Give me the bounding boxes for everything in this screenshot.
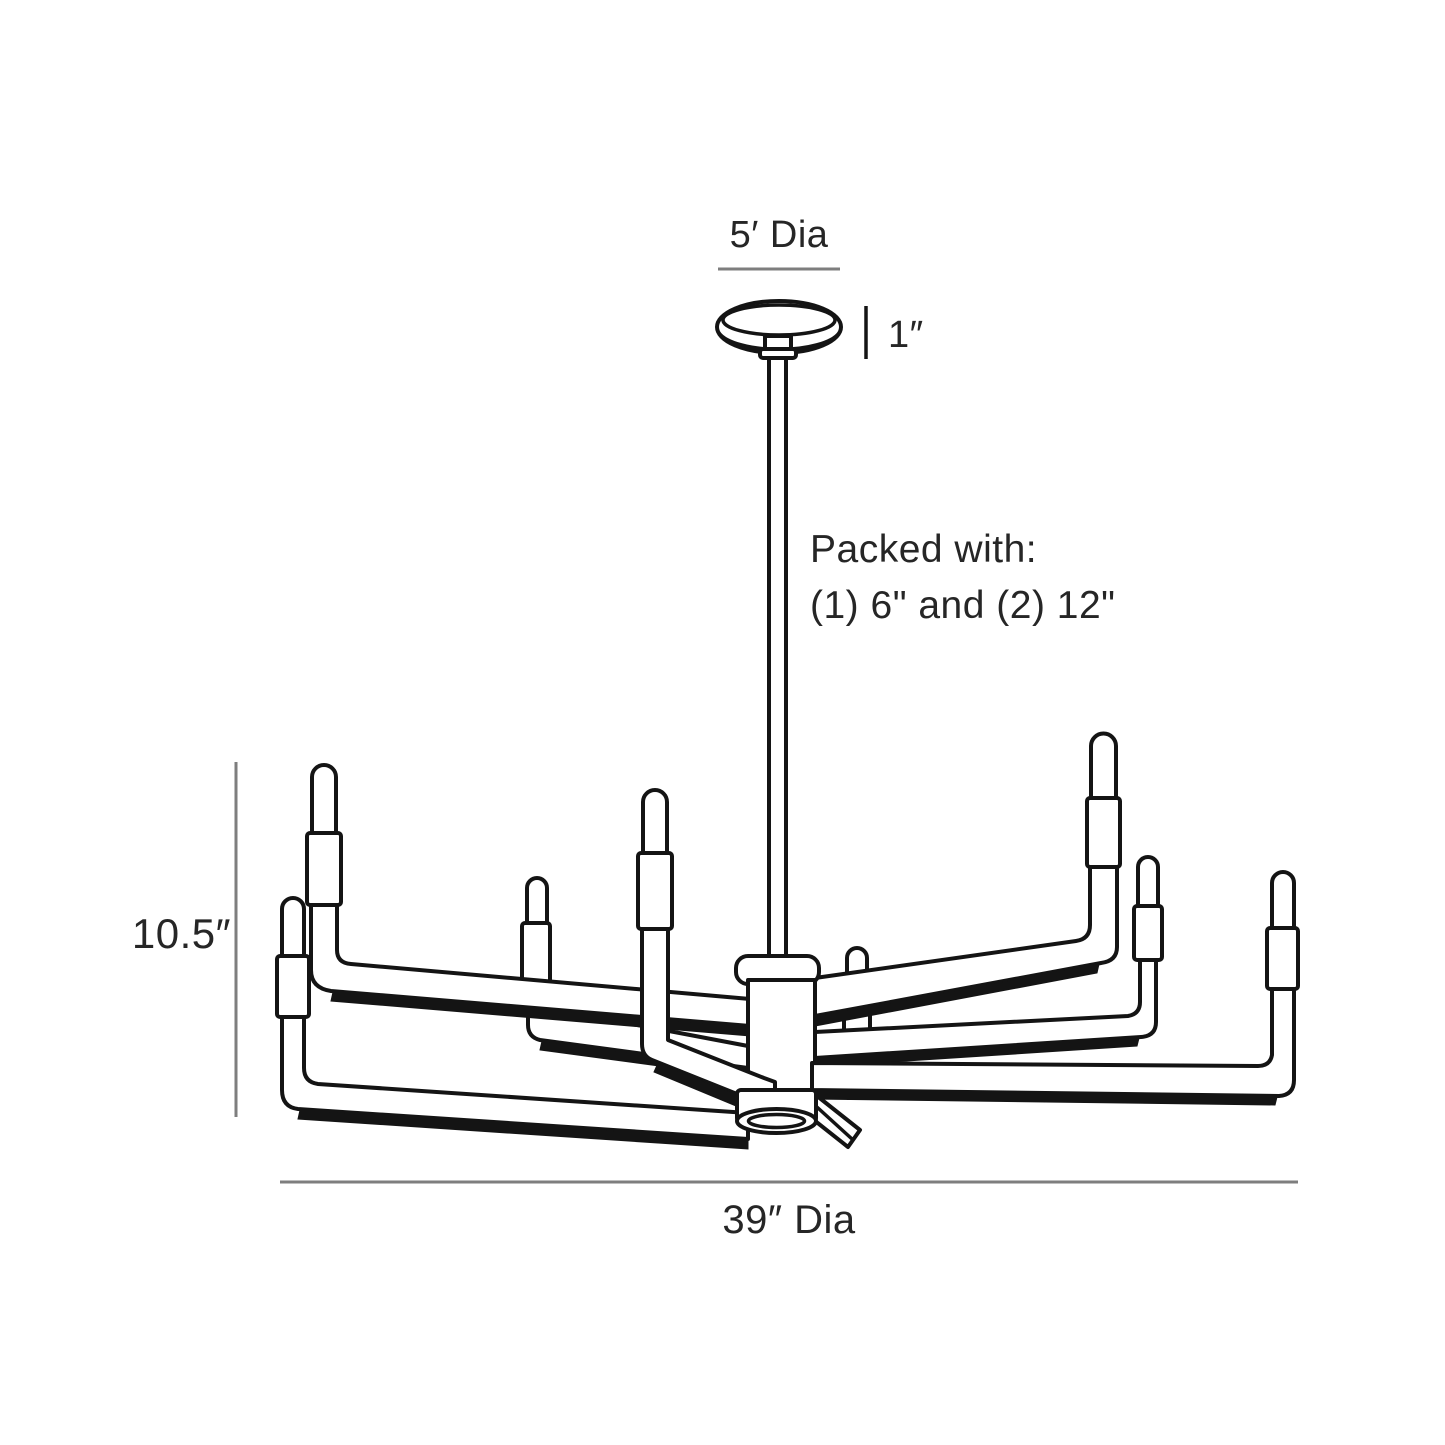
socket <box>305 831 343 907</box>
socket <box>636 851 674 931</box>
bulb <box>280 896 306 964</box>
candle-back-right <box>813 731 1122 1027</box>
socket <box>1085 796 1122 869</box>
canopy-height-label: 1″ <box>888 314 924 356</box>
bulb <box>1089 731 1118 806</box>
fixture-diameter-dimension: 39″ Dia <box>280 1180 1298 1242</box>
fixture-height-label: 10.5″ <box>132 910 231 957</box>
socket <box>1265 926 1300 991</box>
bulb <box>641 788 669 863</box>
socket <box>275 954 311 1019</box>
packed-with-line2: (1) 6" and (2) 12" <box>810 584 1116 627</box>
hub-bottom <box>735 1088 862 1149</box>
packed-with-note: Packed with: (1) 6" and (2) 12" <box>810 528 1116 627</box>
candle-front-left <box>275 896 750 1150</box>
canopy-diameter-dimension: 5′ Dia <box>718 214 840 271</box>
bulb <box>1136 855 1160 914</box>
bulb <box>310 763 338 843</box>
fixture-height-dimension: 10.5″ <box>132 762 238 1117</box>
fixture-diameter-label: 39″ Dia <box>722 1198 856 1242</box>
canopy <box>715 299 843 360</box>
candle-center-front <box>636 788 777 1112</box>
arm <box>640 925 777 1108</box>
candle-front-right <box>810 870 1300 1106</box>
candle-mid-left <box>520 876 750 1079</box>
packed-with-line1: Packed with: <box>810 528 1037 571</box>
socket <box>1132 904 1164 962</box>
hanging-rod <box>767 350 788 964</box>
canopy-diameter-label: 5′ Dia <box>730 214 829 256</box>
arm-underside <box>297 1109 749 1150</box>
candle-mid-right <box>813 855 1164 1068</box>
bulb <box>1270 870 1296 936</box>
hub-bottom-opening <box>746 1112 807 1130</box>
canopy-height-dimension: 1″ <box>864 306 924 359</box>
